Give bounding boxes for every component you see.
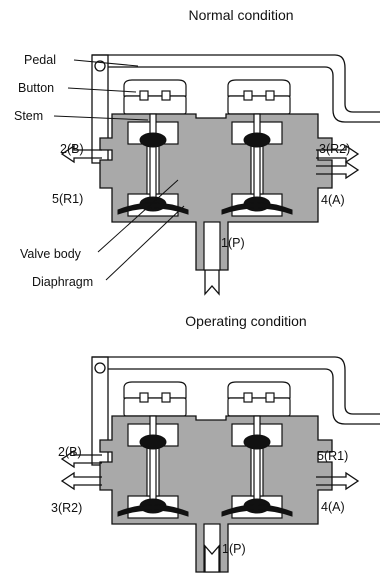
part-label-stem: Stem — [14, 109, 43, 123]
leader-line — [105, 205, 185, 281]
part-label-diaphragm: Diaphragm — [32, 275, 93, 289]
port-4a-arrow — [316, 471, 360, 491]
port-2b-arrow — [60, 144, 102, 164]
port-label: 2(B) — [60, 142, 84, 156]
port-label: 4(A) — [321, 193, 345, 207]
port-label: 5(R1) — [317, 449, 348, 463]
leader-line — [53, 115, 149, 121]
part-label-button: Button — [18, 81, 54, 95]
leader-line — [67, 87, 137, 93]
port-label: 3(R2) — [51, 501, 82, 515]
section-title: Operating condition — [185, 313, 306, 329]
port-3r2-arrow — [316, 144, 360, 164]
port-label: 1(P) — [221, 236, 245, 250]
port-2b-arrow — [60, 449, 102, 469]
port-1p-arrow — [204, 544, 220, 572]
valve-assembly — [91, 356, 380, 573]
port-label: 4(A) — [321, 500, 345, 514]
section-title: Normal condition — [188, 7, 293, 23]
part-label-valve-body: Valve body — [20, 247, 82, 261]
port-label: 1(P) — [222, 542, 246, 556]
leader-line — [73, 59, 139, 67]
port-label: 5(R1) — [52, 192, 83, 206]
port-3r2-arrow — [60, 471, 102, 491]
leader-line — [97, 179, 179, 253]
port-4a-arrow — [316, 160, 360, 180]
port-label: 2(B) — [58, 445, 82, 459]
part-label-pedal: Pedal — [24, 53, 56, 67]
port-label: 3(R2) — [319, 142, 350, 156]
port-1p-arrow — [204, 270, 220, 296]
